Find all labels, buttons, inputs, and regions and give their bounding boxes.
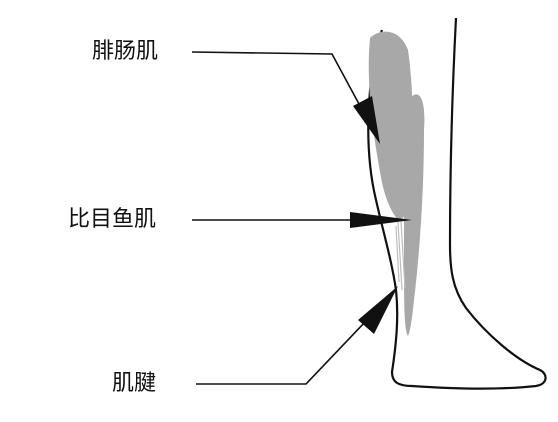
soleus-label: 比目鱼肌	[68, 207, 157, 232]
soleus-arrowhead	[350, 212, 412, 228]
tendon-fibers	[395, 221, 406, 291]
tendon-arrowhead	[358, 286, 398, 334]
gastrocnemius-leader-line	[191, 51, 373, 129]
tendon-label: 肌腱	[112, 371, 157, 396]
gastrocnemius-label: 腓肠肌	[92, 39, 159, 64]
soleus-muscle	[404, 94, 425, 336]
tendon-leader-line	[196, 299, 387, 385]
gastrocnemius-arrowhead	[353, 96, 380, 144]
gastrocnemius-muscle	[368, 31, 413, 221]
